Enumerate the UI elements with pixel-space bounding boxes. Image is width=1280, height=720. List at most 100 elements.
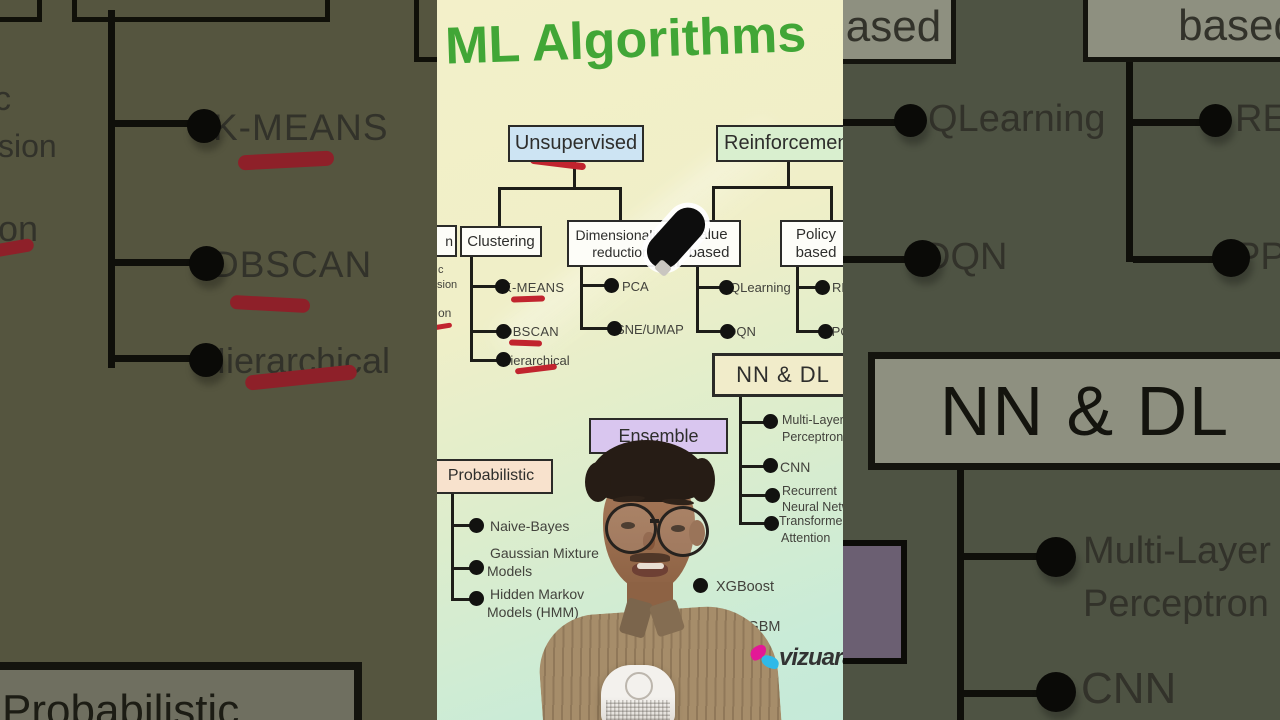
- presenter-mustache: [630, 553, 670, 562]
- tree-item-label: Perceptron: [1083, 583, 1269, 625]
- tree-bullet: [496, 324, 511, 339]
- connector-line: [470, 285, 502, 288]
- connector-line: [696, 262, 699, 332]
- tree-bullet: [189, 246, 224, 281]
- connector-line: [712, 186, 830, 189]
- tree-bullet: [495, 279, 510, 294]
- tree-bullet: [693, 578, 708, 593]
- connector-line: [580, 284, 608, 287]
- tree-item-label: K-MEANS: [213, 107, 389, 148]
- connector-line: [470, 253, 473, 360]
- connector-line: [739, 465, 765, 468]
- connector-line: [498, 187, 622, 190]
- connector-line: [787, 158, 790, 187]
- tree-item-label: Models (HMM): [487, 604, 579, 620]
- microphone-logo-ring: [625, 672, 653, 700]
- reinforcement-label: Reinforcement: [724, 132, 843, 154]
- clustering-label: Clustering: [467, 232, 535, 250]
- connector-line: [843, 256, 907, 263]
- tree-item-label: Attention: [781, 531, 831, 545]
- connector-line: [451, 567, 473, 570]
- tree-item-label: QLearning: [928, 98, 1106, 140]
- tree-item-label: Multi-Layer: [782, 413, 843, 427]
- probabilistic-label-zoomed: Probabilistic: [2, 686, 240, 720]
- unsupervised-label: Unsupervised: [514, 132, 638, 154]
- connector-line: [451, 598, 473, 601]
- page-title: ML Algorithms: [444, 5, 808, 76]
- connector-line: [470, 359, 503, 362]
- presenter-hair-curl: [689, 458, 715, 502]
- tree-bullet: [763, 414, 778, 429]
- connector-line: [964, 690, 1042, 697]
- connector-line: [470, 330, 503, 333]
- connector-line: [573, 158, 576, 188]
- connector-line: [957, 456, 964, 720]
- clipped-box-label: n: [445, 232, 453, 249]
- connector-line: [112, 259, 194, 266]
- connector-line: [580, 262, 583, 329]
- presenter-teeth: [637, 563, 664, 569]
- ensemble-box-fragment: [843, 540, 907, 664]
- dim-line2: reduction: [592, 243, 650, 260]
- clipped-text: on: [438, 306, 452, 320]
- probabilistic-box: Probabilistic: [437, 459, 553, 494]
- nn-dl-label-zoomed: NN & DL: [939, 372, 1231, 450]
- connector-line: [696, 330, 722, 333]
- connector-line: [796, 330, 822, 333]
- connector-line: [739, 494, 766, 497]
- tree-bullet: [604, 278, 619, 293]
- tree-item-label: CNN: [1081, 664, 1177, 713]
- connector-line: [712, 186, 715, 221]
- box-fragment: [72, 0, 330, 22]
- connector-line: [451, 490, 454, 600]
- clipped-box: ased: [843, 0, 956, 64]
- microphone-grill: [606, 700, 670, 720]
- tree-item-label: QLearning: [730, 280, 791, 295]
- reinforcement-box: Reinforcement: [716, 125, 843, 162]
- tree-item-label: Gaussian Mixture: [490, 545, 599, 561]
- tree-bullet: [496, 352, 511, 367]
- connector-line: [796, 286, 820, 289]
- tree-item-label: Transformer: [779, 514, 843, 528]
- tree-bullet: [469, 591, 484, 606]
- tree-bullet: [607, 321, 622, 336]
- nn-dl-box-zoomed: NN & DL: [868, 352, 1280, 470]
- tree-item-label: Recurrent: [782, 484, 837, 498]
- presenter-glasses-right-lens: [657, 506, 709, 557]
- connector-line: [830, 186, 833, 221]
- connector-line: [112, 120, 192, 127]
- tree-bullet: [189, 343, 223, 377]
- tree-item-label: RE: [832, 280, 843, 295]
- connector-line: [498, 187, 501, 226]
- connector-line: [796, 262, 799, 332]
- nn-dl-label: NN & DL: [736, 362, 830, 388]
- vertical-video: ML Algorithms Unsupervised Reinforcement…: [437, 0, 843, 720]
- tree-bullet: [765, 488, 780, 503]
- connector-line: [1133, 256, 1217, 263]
- tree-item-label: Naive-Bayes: [490, 518, 570, 534]
- tree-bullet: [815, 280, 830, 295]
- clipped-text: sion: [0, 128, 57, 164]
- tree-item-label: Perceptron: [782, 430, 843, 444]
- unsupervised-box: Unsupervised: [508, 125, 644, 162]
- tree-bullet: [1036, 672, 1076, 712]
- connector-line: [964, 553, 1042, 560]
- probabilistic-box-zoomed: [0, 662, 362, 720]
- tree-item-label: t-SNE/UMAP: [608, 322, 684, 337]
- connector-line: [739, 391, 742, 523]
- right-letterbox-panel: ased based QLearning RE DQN PPO NN & DL …: [843, 0, 1280, 720]
- connector-line: [1133, 119, 1205, 126]
- clipped-text: c: [438, 264, 444, 276]
- red-underline: [510, 295, 546, 303]
- watermark-text: vizuara: [779, 644, 843, 671]
- connector-line: [108, 10, 115, 368]
- tree-item-label: Neural Networks: [782, 500, 843, 514]
- tree-bullet: [818, 324, 833, 339]
- presenter-glasses-bridge: [650, 519, 659, 523]
- tree-bullet: [719, 280, 734, 295]
- clipped-text: c: [0, 80, 11, 118]
- tree-bullet: [904, 240, 941, 277]
- connector-line: [739, 421, 765, 424]
